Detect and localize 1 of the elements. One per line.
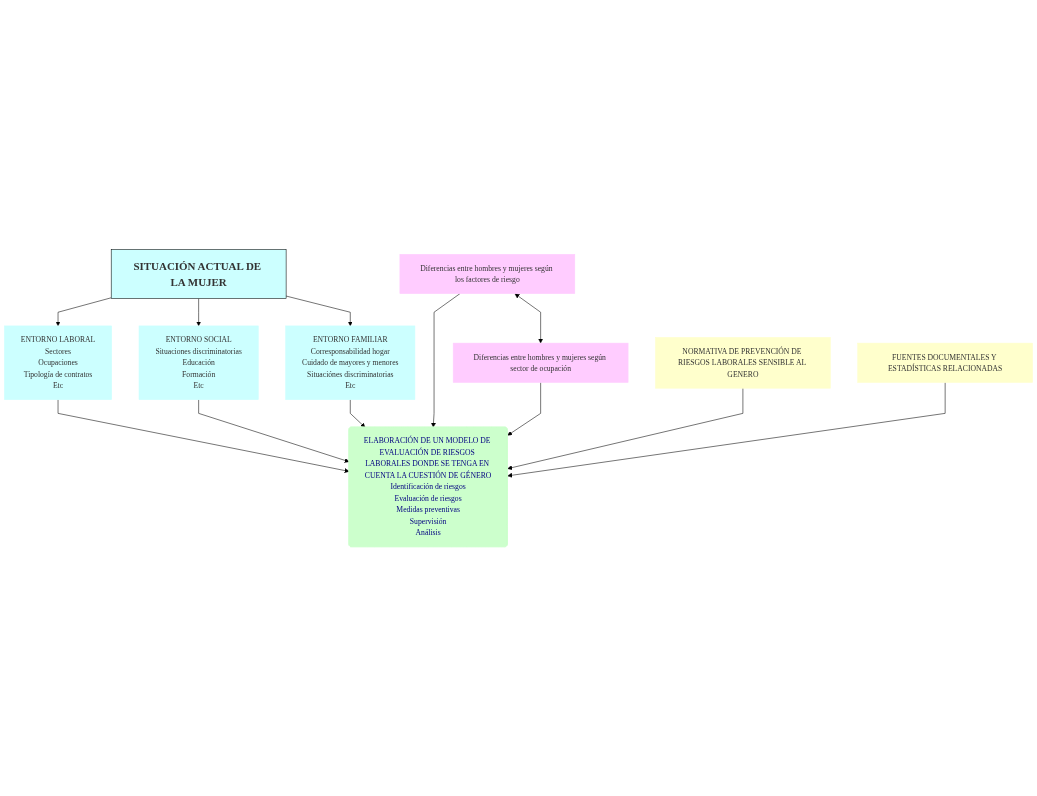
node-box: SITUACIÓN ACTUAL DE LA MUJER — [110, 249, 287, 299]
